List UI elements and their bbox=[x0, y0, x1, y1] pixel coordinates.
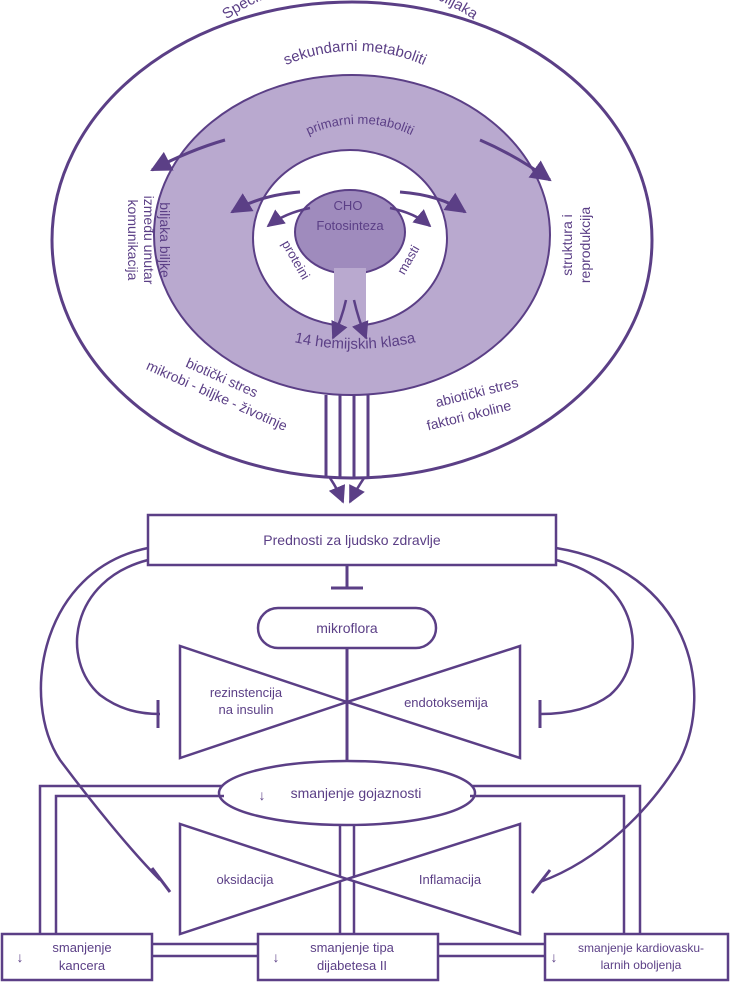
loop-right-outer bbox=[539, 546, 696, 884]
svg-text:struktura i: struktura i bbox=[559, 214, 575, 275]
cancer-line1: smanjenje bbox=[52, 940, 111, 955]
svg-text:komunikacija: komunikacija bbox=[125, 200, 141, 281]
arrow-to-structure bbox=[479, 138, 552, 182]
arrow-primary-left bbox=[230, 190, 301, 214]
inflammation-wedge bbox=[342, 822, 522, 936]
insulin-wedge bbox=[178, 644, 351, 760]
arrow-primary-right bbox=[399, 190, 467, 214]
benefits-box bbox=[146, 513, 558, 567]
photosynthesis-label: Fotosinteza bbox=[316, 218, 384, 233]
diabetes-line1: smanjenje tipa bbox=[310, 940, 395, 955]
obesity-ellipse bbox=[217, 759, 477, 827]
loop-left-inner bbox=[75, 558, 161, 716]
arrow-core-down-left bbox=[331, 299, 348, 340]
inhibit-left-oxidation bbox=[150, 867, 172, 893]
inhibit-right-inflammation bbox=[530, 869, 552, 894]
oxidation-wedge bbox=[178, 822, 351, 936]
cancer-arrow: ↓ bbox=[17, 949, 24, 965]
cardio-line1: smanjenje kardiovasku- bbox=[578, 941, 704, 955]
svg-text:biljaka biljke: biljaka biljke bbox=[157, 202, 173, 278]
insulin-line1: rezinstencija bbox=[210, 685, 283, 700]
obesity-arrow: ↓ bbox=[259, 787, 266, 803]
svg-text:reprodukcija: reprodukcija bbox=[577, 207, 593, 283]
classes-label: 14 hemijskih klasa bbox=[293, 329, 417, 352]
arrow-core-down-right bbox=[352, 299, 369, 340]
bus-left-inner bbox=[54, 794, 224, 940]
cho-label: CHO bbox=[334, 198, 363, 213]
insulin-line2: na insulin bbox=[219, 702, 274, 717]
loop-right-inner bbox=[539, 558, 634, 716]
bus-right-outer bbox=[472, 784, 642, 940]
arrow-core-left bbox=[266, 206, 311, 228]
arrow-to-communication bbox=[150, 138, 226, 172]
communication-label: komunikacija između unutar biljaka biljk… bbox=[125, 196, 173, 285]
cardio-box bbox=[543, 932, 730, 982]
cancer-line2: kancera bbox=[59, 958, 106, 973]
oxidation-label: oksidacija bbox=[216, 872, 274, 887]
cardio-arrow: ↓ bbox=[551, 949, 558, 965]
cancer-box bbox=[0, 932, 154, 982]
arrow-into-benefits-left bbox=[328, 477, 346, 504]
microflora-label: mikroflora bbox=[316, 620, 378, 636]
inflammation-label: Inflamacija bbox=[419, 872, 482, 887]
endotox-wedge bbox=[342, 644, 522, 760]
obesity-label: smanjenje gojaznosti bbox=[291, 785, 422, 801]
structure-label: struktura i reprodukcija bbox=[559, 207, 593, 283]
bus-right-inner bbox=[470, 794, 626, 940]
arrow-into-benefits-right bbox=[348, 477, 366, 504]
endotox-label: endotoksemija bbox=[404, 695, 489, 710]
bus-left-outer bbox=[38, 784, 222, 940]
diabetes-box bbox=[256, 932, 440, 982]
diabetes-line2: dijabetesa II bbox=[317, 958, 387, 973]
diabetes-arrow: ↓ bbox=[273, 949, 280, 965]
cardio-line2: larnih oboljenja bbox=[601, 958, 682, 972]
arrow-core-right bbox=[389, 206, 432, 228]
svg-text:između unutar: između unutar bbox=[141, 196, 157, 285]
benefits-label: Prednosti za ljudsko zdravlje bbox=[263, 532, 441, 548]
loop-left-outer bbox=[39, 546, 161, 881]
